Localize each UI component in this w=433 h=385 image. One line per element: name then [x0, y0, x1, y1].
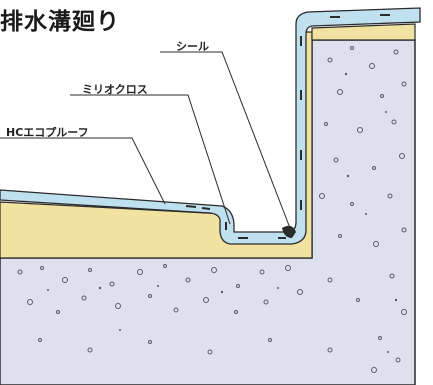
concrete-aggregate: [17, 46, 407, 373]
diagram-title: 排水溝廻り: [0, 9, 120, 35]
mortar-screed-floor: [0, 31, 313, 259]
label-mesh: ミリオクロス: [82, 83, 148, 96]
label-membrane: HCエコプルーフ: [6, 126, 89, 139]
leader-seal: [160, 51, 291, 229]
leader-membrane: [0, 137, 166, 205]
reinforcement-mesh-dashes: [185, 14, 390, 239]
label-seal: シール: [176, 40, 209, 53]
leader-mesh: [70, 94, 231, 225]
mortar-screed-parapet: [311, 23, 416, 41]
sealant-joint: [282, 225, 296, 238]
leader-lines: [0, 51, 291, 229]
concrete-aggregate-fill: [47, 72, 398, 353]
